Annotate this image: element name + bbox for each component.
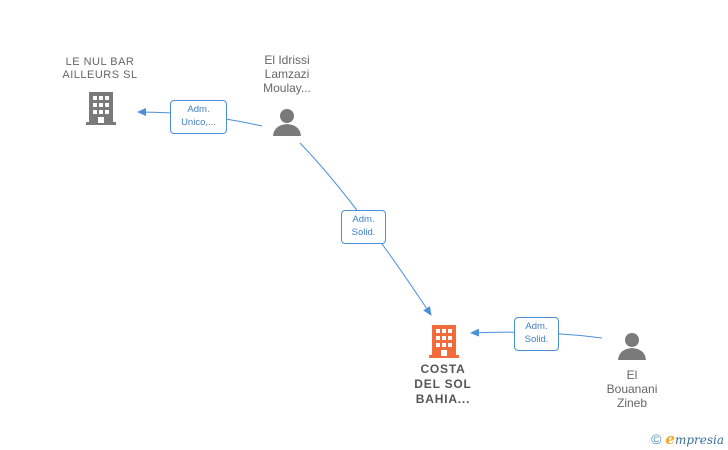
label-line: COSTA: [420, 362, 466, 376]
label-line: Lamzazi: [264, 67, 310, 81]
company-label-costa-del-sol[interactable]: COSTA DEL SOL BAHIA...: [393, 362, 493, 407]
edge-label-adm-solid[interactable]: Adm. Solid.: [341, 210, 386, 244]
empresia-logo[interactable]: empresia: [665, 430, 724, 448]
label-line: AILLEURS SL: [62, 69, 138, 81]
building-icon[interactable]: [85, 90, 117, 126]
edge-label-adm-solid[interactable]: Adm. Solid.: [514, 317, 559, 351]
edge-label-line: Solid.: [524, 334, 549, 345]
person-label-bouanani[interactable]: El Bouanani Zineb: [582, 368, 682, 410]
copyright-symbol: ©: [651, 431, 662, 447]
edge-label-line: Adm.: [525, 321, 548, 332]
label-line: El: [626, 368, 638, 382]
edge-label-line: Unico,...: [181, 117, 216, 128]
label-line: BAHIA...: [415, 392, 471, 406]
edge-label-adm-unico[interactable]: Adm. Unico,...: [170, 100, 227, 134]
label-line: El Idrissi: [264, 53, 310, 67]
label-line: Zineb: [616, 396, 648, 410]
label-line: Bouanani: [606, 382, 658, 396]
brand-rest: mpresia: [674, 433, 724, 447]
company-label-le-nul-bar[interactable]: LE NUL BAR AILLEURS SL: [50, 56, 150, 82]
building-icon[interactable]: [428, 323, 460, 359]
label-line: DEL SOL: [414, 377, 472, 391]
edge-label-line: Adm.: [187, 104, 210, 115]
label-line: LE NUL BAR: [65, 56, 135, 68]
footer-branding: © empresia: [651, 430, 724, 448]
label-line: Moulay...: [263, 81, 311, 95]
brand-initial: e: [665, 430, 675, 448]
person-label-idrissi[interactable]: El Idrissi Lamzazi Moulay...: [237, 53, 337, 95]
edge-label-line: Adm.: [352, 214, 375, 225]
edge-label-line: Solid.: [351, 227, 376, 238]
person-icon[interactable]: [272, 107, 302, 137]
person-icon[interactable]: [617, 331, 647, 361]
